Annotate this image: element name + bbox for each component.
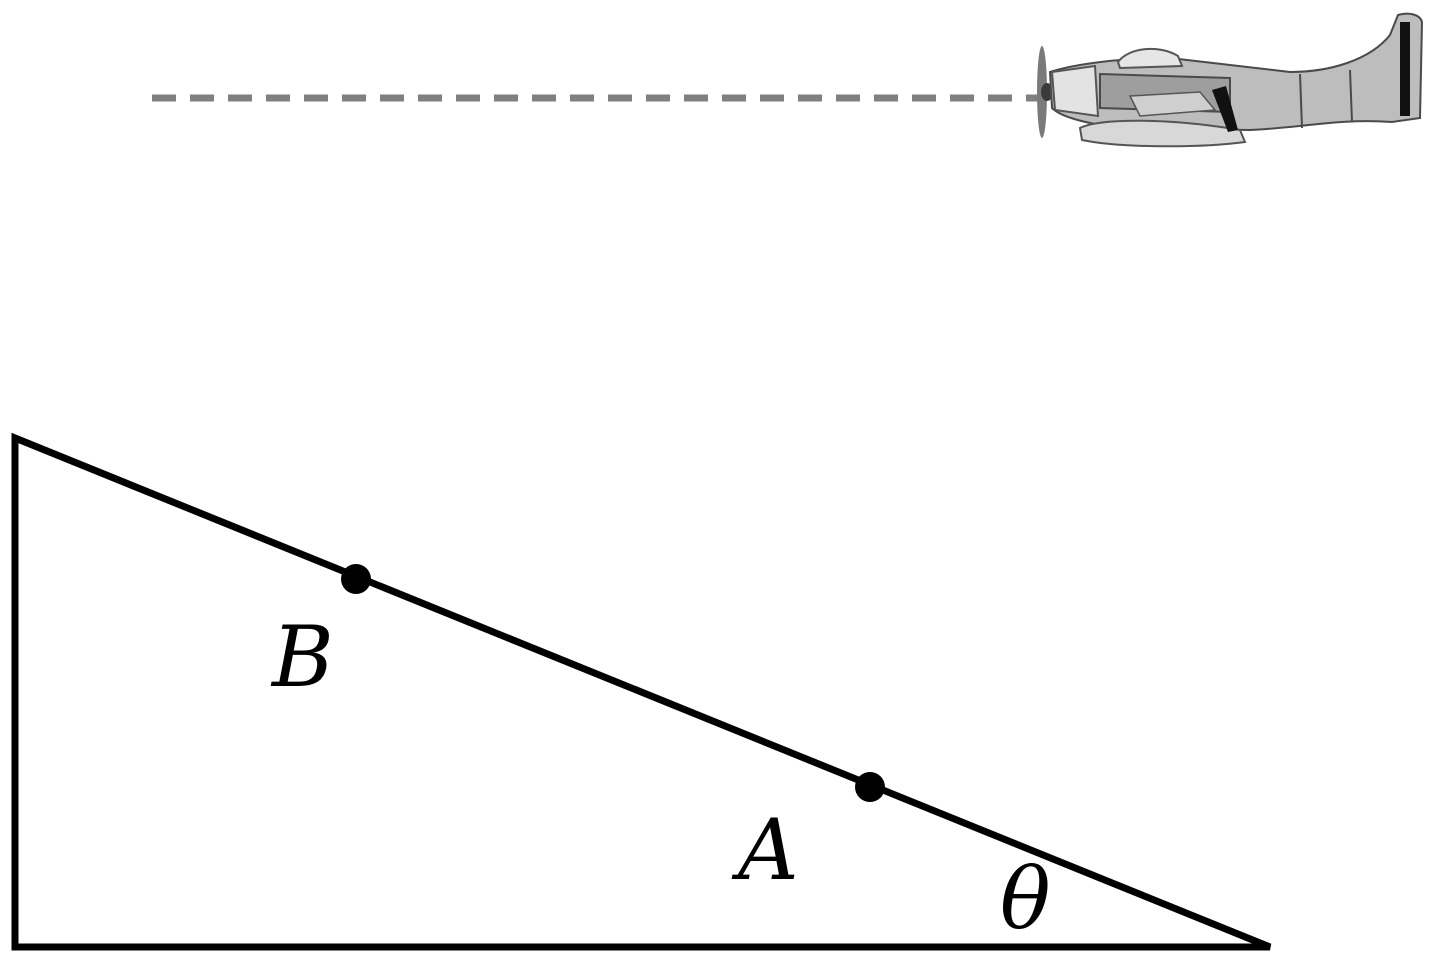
point-a-marker <box>855 772 885 802</box>
incline-triangle <box>11 432 1272 951</box>
propeller-airplane-icon <box>1037 12 1424 148</box>
point-a-label: A <box>731 801 799 899</box>
angle-theta-label: θ <box>1000 850 1051 948</box>
point-b-marker <box>341 564 371 594</box>
point-b-label: B <box>270 608 334 706</box>
